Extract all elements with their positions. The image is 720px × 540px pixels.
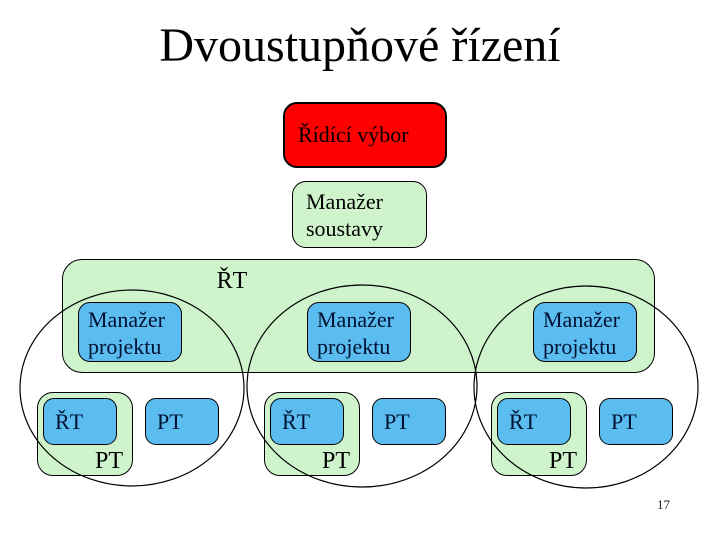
pt-member-box: PT: [372, 398, 446, 445]
rt-member-box: ŘT: [43, 398, 117, 445]
page-number: 17: [657, 497, 670, 512]
system-manager-label-line2: soustavy: [306, 216, 383, 241]
project-team-group-3: ŘT PT PT: [491, 392, 673, 476]
project-manager-box-3: Manažer projektu: [533, 302, 637, 362]
pt-member-box: PT: [599, 398, 673, 445]
system-manager-label-line1: Manažer: [306, 189, 383, 214]
rt-member-box: ŘT: [270, 398, 344, 445]
rt-member-box: ŘT: [497, 398, 571, 445]
pt-member-label: PT: [611, 408, 637, 434]
project-manager-label-line1: Manažer: [543, 307, 620, 332]
pt-outer-label: PT: [94, 448, 123, 474]
pt-outer-label: PT: [548, 448, 577, 474]
rt-member-label: ŘT: [55, 408, 84, 434]
project-manager-label-line2: projektu: [317, 334, 391, 359]
project-manager-label-line2: projektu: [88, 334, 162, 359]
steering-committee-box: Řídící výbor: [283, 102, 447, 168]
steering-committee-label: Řídící výbor: [298, 122, 409, 147]
project-manager-label-line2: projektu: [543, 334, 617, 359]
pt-member-box: PT: [145, 398, 219, 445]
project-team-group-2: ŘT PT PT: [264, 392, 446, 476]
project-manager-label-line1: Manažer: [88, 307, 165, 332]
rt-member-label: ŘT: [509, 408, 538, 434]
project-manager-box-2: Manažer projektu: [307, 302, 411, 362]
rt-team-container-label: ŘT: [216, 268, 248, 294]
pt-member-label: PT: [157, 408, 183, 434]
project-manager-label-line1: Manažer: [317, 307, 394, 332]
project-manager-box-1: Manažer projektu: [78, 302, 182, 362]
system-manager-box: Manažer soustavy: [292, 181, 427, 248]
pt-outer-label: PT: [321, 448, 350, 474]
project-team-group-1: ŘT PT PT: [37, 392, 219, 476]
slide-title: Dvoustupňové řízení: [159, 19, 561, 72]
rt-member-label: ŘT: [282, 408, 311, 434]
pt-member-label: PT: [384, 408, 410, 434]
